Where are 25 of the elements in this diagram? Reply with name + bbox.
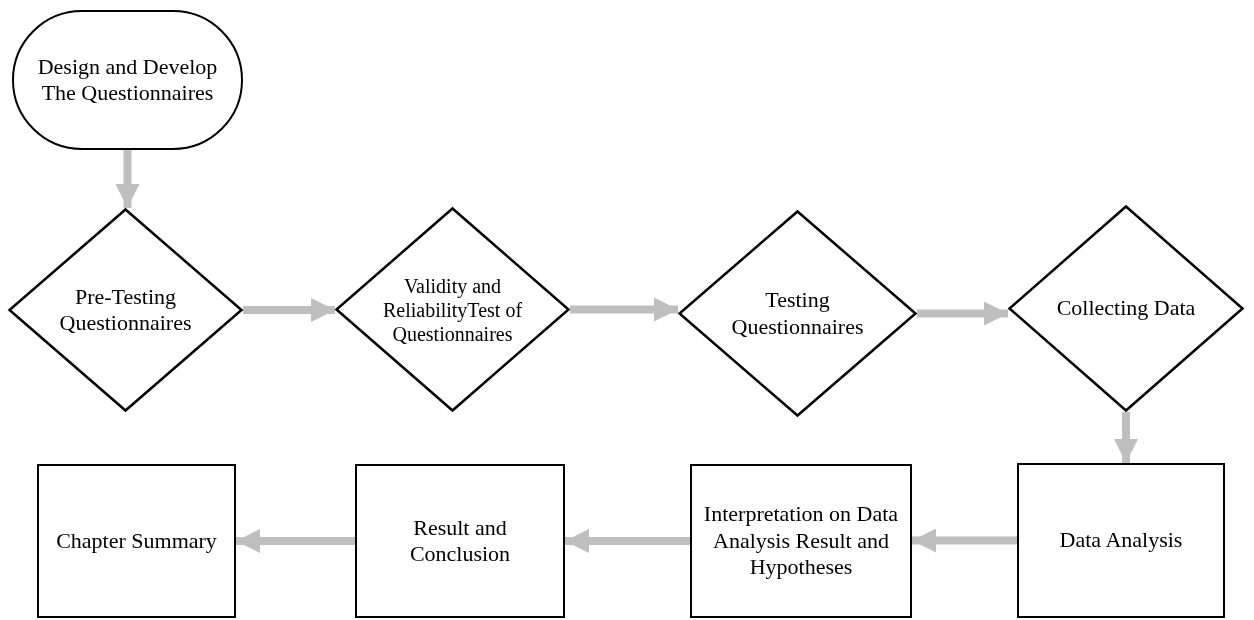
process-box [355,464,565,618]
arrow [570,297,678,322]
node-label: Data Analysis [1059,527,1183,554]
arrow [917,301,1008,326]
node-label: Chapter Summary [56,527,217,555]
arrow [236,529,355,553]
arrow [115,150,140,208]
arrow [565,529,690,553]
node-label: Result and Conclusion [408,514,512,568]
process-box [1017,463,1225,618]
node-label: Interpretation on Data Analysis Result and Hypotheses [702,501,900,581]
decision-diamond [8,208,243,412]
decision-diamond [335,207,570,412]
node-label: Testing Questionnaires [730,287,865,340]
process-box [690,464,912,618]
arrow [243,298,335,322]
node-label: Pre-Testing Questionnaires [58,283,193,337]
node-label: Collecting Data [1056,295,1196,322]
process-box [37,464,236,618]
arrow [1114,412,1138,463]
decision-diamond [678,210,917,417]
node-label: Validity and ReliabilityTest of Questionnaires [381,273,524,346]
node-label: Design and Develop The Questionnaires [36,53,219,107]
decision-diamond [1008,205,1244,412]
arrow [912,528,1017,553]
